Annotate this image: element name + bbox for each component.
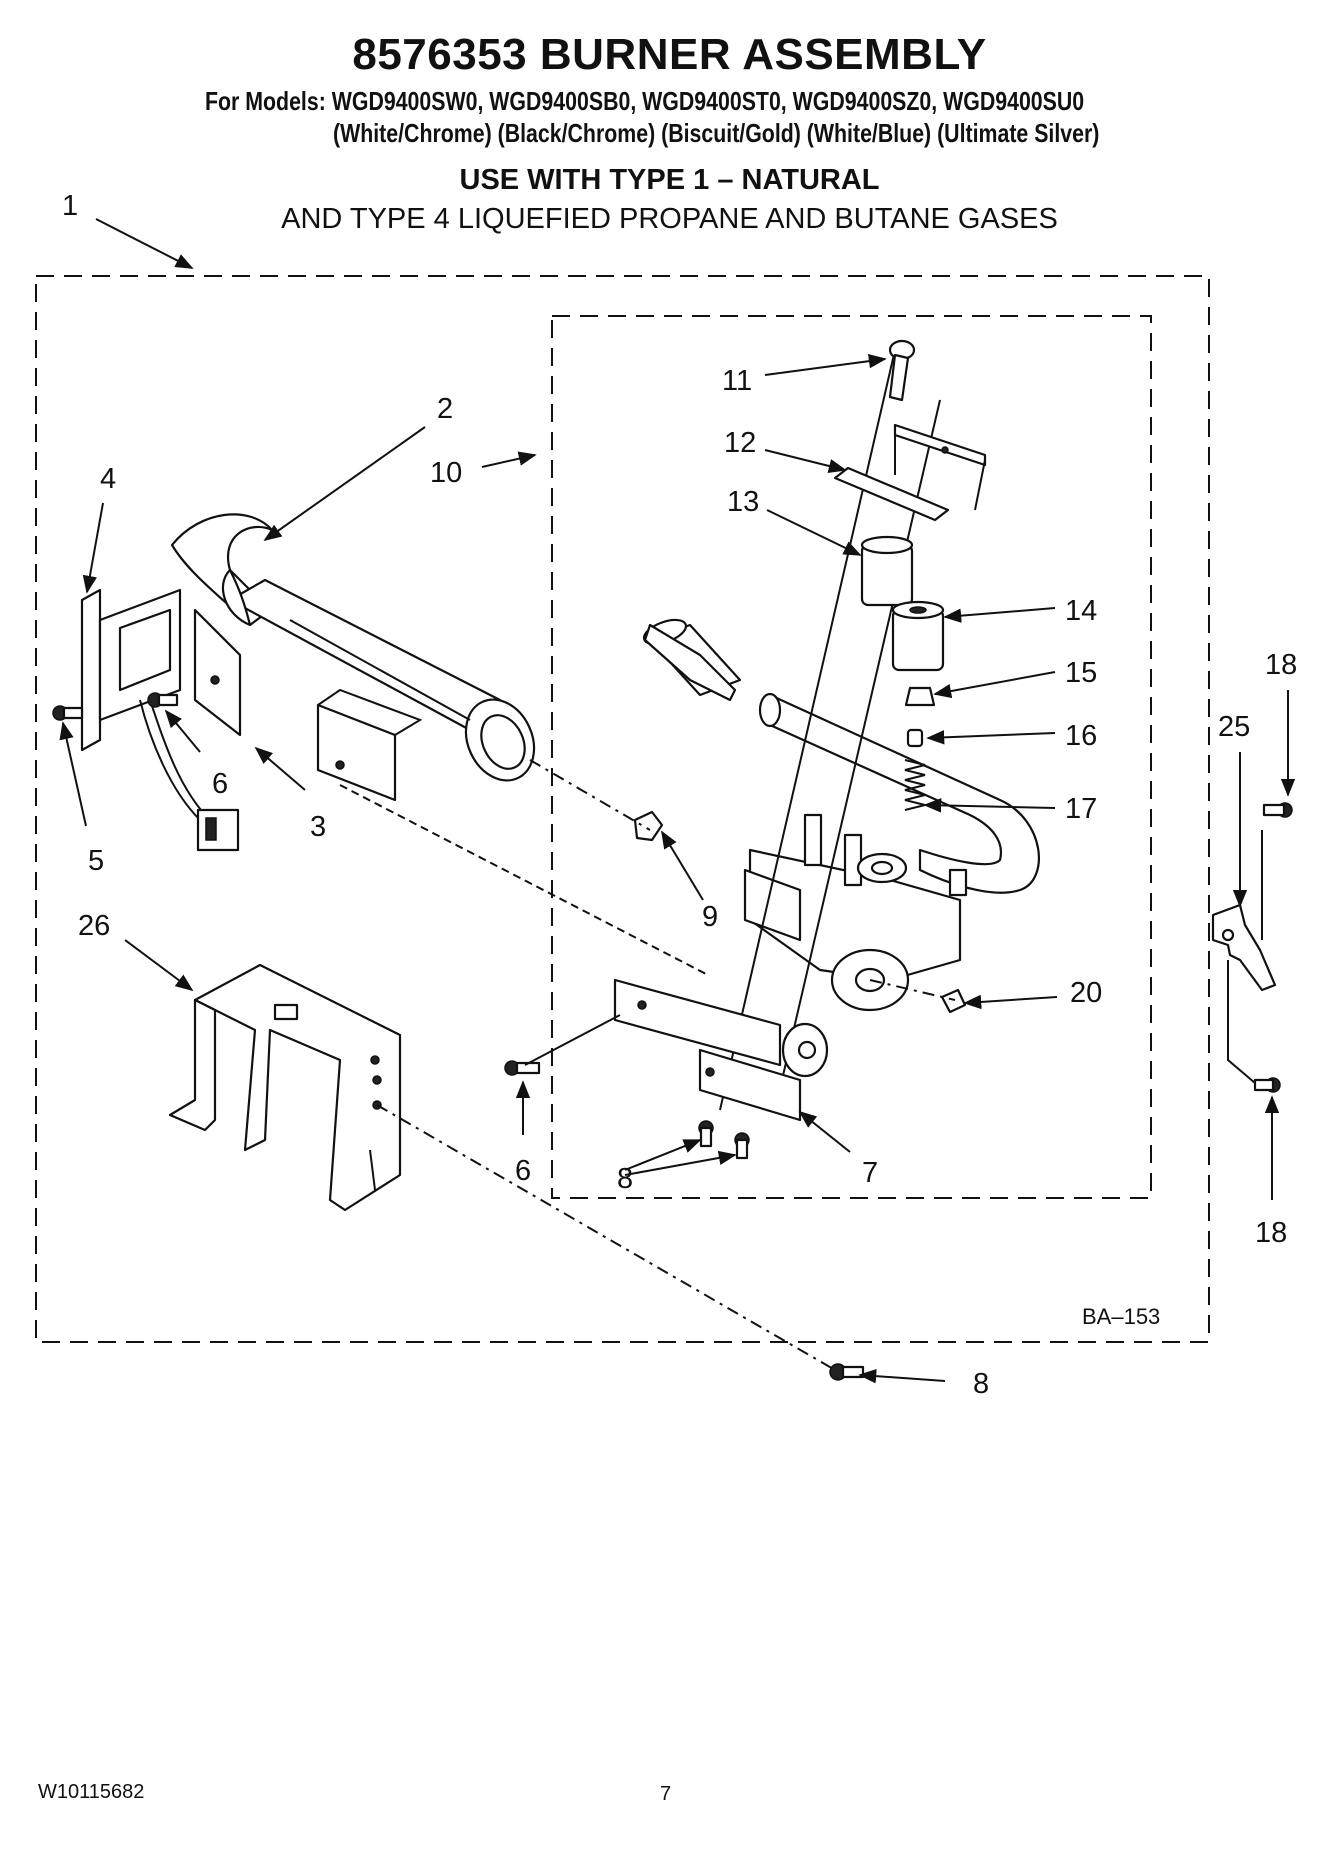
burner-tube — [170, 513, 536, 782]
nut-9 — [633, 810, 664, 842]
callout-6-left: 6 — [212, 768, 228, 800]
gas-type-line-1: USE WITH TYPE 1 – NATURAL — [459, 164, 880, 196]
callout-10: 10 — [430, 457, 462, 489]
screw-8-pair — [698, 1120, 750, 1160]
callout-25: 25 — [1218, 711, 1250, 743]
coil-bracket — [833, 423, 987, 522]
plunger-16 — [906, 728, 924, 748]
callout-15: 15 — [1065, 657, 1097, 689]
igniter-bracket — [80, 588, 242, 852]
bracket-25 — [1211, 830, 1277, 992]
screw-5 — [52, 705, 84, 721]
model-list: For Models: WGD9400SW0, WGD9400SB0, WGD9… — [205, 86, 1085, 116]
coil-14 — [891, 600, 945, 672]
inner-valve-assembly-frame — [551, 315, 1152, 1199]
document-number: W10115682 — [38, 1781, 145, 1803]
gas-valve-body — [743, 813, 968, 1012]
callout-11: 11 — [722, 365, 752, 397]
callout-8-center: 8 — [617, 1163, 633, 1195]
callout-2: 2 — [437, 393, 453, 425]
support-bracket — [168, 963, 402, 1212]
screw-6-left — [147, 692, 179, 708]
gas-type-line-2: AND TYPE 4 LIQUEFIED PROPANE AND BUTANE … — [281, 203, 1058, 235]
screw-18-top — [1262, 802, 1293, 818]
callout-3: 3 — [310, 811, 326, 843]
callout-13: 13 — [727, 486, 759, 518]
page-number: 7 — [660, 1783, 672, 1805]
model-colors: (White/Chrome) (Black/Chrome) (Biscuit/G… — [333, 118, 1100, 148]
valve-cap-15 — [904, 686, 936, 707]
coil-13 — [860, 535, 914, 607]
burner-bracket — [316, 688, 423, 802]
page-title: 8576353 BURNER ASSEMBLY — [352, 30, 987, 79]
callout-4: 4 — [100, 463, 116, 495]
callout-20: 20 — [1070, 977, 1102, 1009]
sensor-tube — [643, 623, 737, 702]
callout-6-center: 6 — [515, 1155, 531, 1187]
diagram-reference: BA–153 — [1082, 1304, 1161, 1329]
screw-8-right — [829, 1363, 865, 1381]
igniter-plate — [613, 978, 829, 1122]
callout-5: 5 — [88, 845, 104, 877]
orifice-20 — [940, 988, 967, 1014]
callout-9: 9 — [702, 901, 718, 933]
callout-18-bottom: 18 — [1255, 1217, 1287, 1249]
callout-26: 26 — [78, 910, 110, 942]
callout-18-top: 18 — [1265, 649, 1297, 681]
callout-12: 12 — [724, 427, 756, 459]
callout-17: 17 — [1065, 793, 1097, 825]
callout-16: 16 — [1065, 720, 1097, 752]
callout-14: 14 — [1065, 595, 1097, 627]
screw-6-center — [504, 1060, 541, 1076]
callout-7: 7 — [862, 1157, 878, 1189]
screw-11 — [888, 339, 916, 402]
spring-17 — [904, 759, 926, 811]
screw-18-bottom — [1253, 1077, 1281, 1093]
callout-1: 1 — [62, 190, 78, 222]
callout-8-bottom: 8 — [973, 1368, 989, 1400]
